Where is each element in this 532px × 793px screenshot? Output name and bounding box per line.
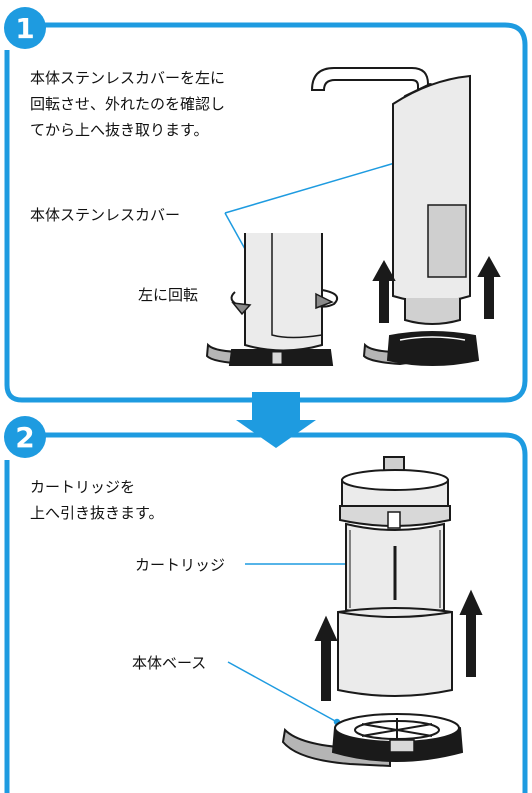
step2-leader-lines xyxy=(227,560,354,726)
step2-panel: 2 カートリッジを 上へ引き抜きます。 カートリッジ 本体ベース xyxy=(4,416,528,793)
step2-instruction-line-1: カートリッジを xyxy=(30,478,135,496)
step1-border xyxy=(4,22,528,403)
step2-border xyxy=(4,432,528,793)
step1-panel: 1 本体ステンレスカバーを左に 回転させ、外れたのを確認し てから上へ抜き取りま… xyxy=(4,7,528,403)
step1-instruction-line-3: てから上へ抜き取ります。 xyxy=(30,121,209,139)
base-illustration xyxy=(281,713,464,768)
label-rotate-left: 左に回転 xyxy=(138,286,198,304)
label-cartridge: カートリッジ xyxy=(135,556,225,574)
step1-badge: 1 xyxy=(4,7,46,49)
step1-number: 1 xyxy=(15,12,34,45)
cartridge-illustration xyxy=(314,456,483,701)
label-stainless-cover: 本体ステンレスカバー xyxy=(30,206,180,224)
rotating-unit-illustration xyxy=(205,233,338,366)
step1-instruction-line-2: 回転させ、外れたのを確認し xyxy=(30,95,225,113)
step2-badge: 2 xyxy=(4,416,46,458)
step2-number: 2 xyxy=(15,421,34,454)
step2-instruction-line-2: 上へ引き抜きます。 xyxy=(30,504,164,522)
label-base: 本体ベース xyxy=(132,654,206,672)
lifted-unit-illustration xyxy=(310,67,501,366)
step1-instruction-line-1: 本体ステンレスカバーを左に xyxy=(30,69,225,87)
